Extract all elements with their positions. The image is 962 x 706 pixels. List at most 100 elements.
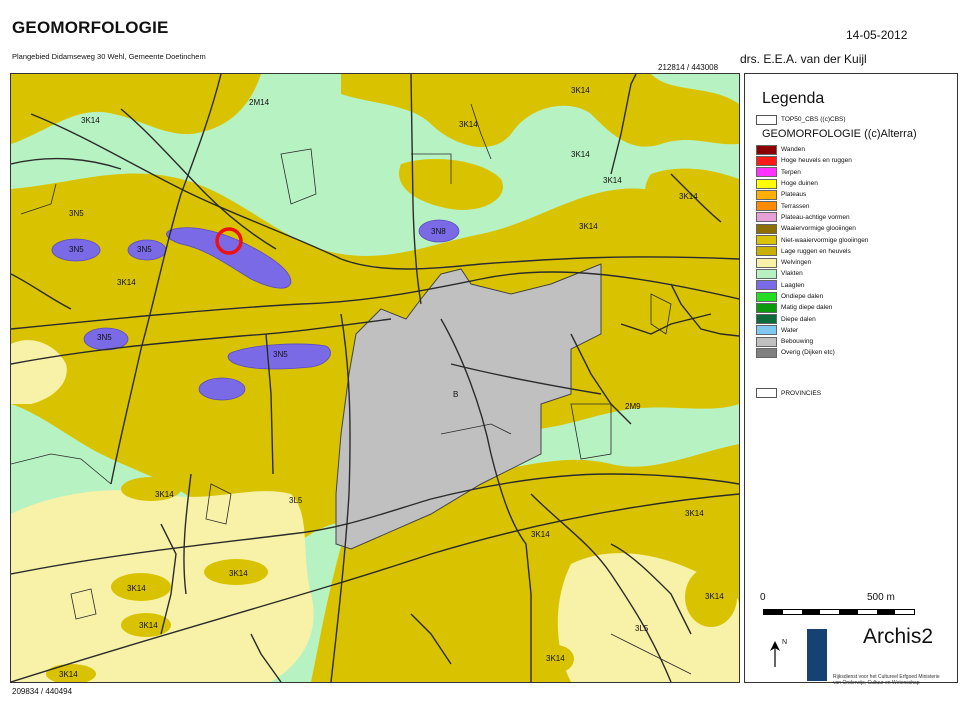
legend-provincies: PROVINCIES [756,388,821,398]
legend-item: Hoge duinen [756,178,868,189]
glooiing-patch [121,477,181,501]
welving-left [11,340,67,404]
legend-swatch [756,314,777,325]
legend-swatch [756,291,777,302]
legend-swatch [756,201,777,212]
legend-panel: Legenda TOP50_CBS ((c)CBS) GEOMORFOLOGIE… [744,73,958,686]
legend-swatch [756,336,777,347]
legend-swatch [756,302,777,313]
map-label: 3N5 [137,245,152,254]
coordinate-top-right: 212814 / 443008 [658,63,719,72]
glooiing-patch [538,645,574,673]
legend-title: Legenda [762,90,825,107]
map-label: 3K14 [705,592,724,601]
glooiing-patch [111,573,171,601]
glooiing-upper-mid [399,159,503,210]
legend-item: Terpen [756,167,868,178]
legend-label: Welvingen [781,259,812,267]
map-label: 3N5 [69,209,84,218]
glooiing-left-mid [31,189,170,256]
laagte-patch [166,227,292,289]
north-arrow-icon [770,641,780,667]
legend-label: Ondiepe dalen [781,293,824,300]
legend-label: Lage ruggen en heuvels [781,247,851,255]
map-label: 3K14 [546,654,565,663]
legend-swatch [756,189,777,200]
bebouwing-area [335,263,602,550]
legend-item: Welvingen [756,257,868,268]
legend-swatch [756,223,777,234]
road-network-thin [11,103,692,675]
author-label: drs. E.E.A. van der Kuijl [740,52,867,66]
glooiing-patch [46,664,96,682]
legend-label: Terrassen [781,202,810,210]
legend-swatch [756,155,777,166]
plangebied-marker[interactable] [215,227,243,255]
archis-logo: Archis2 [863,625,934,648]
legend-label: Hoge duinen [781,180,818,188]
map-label: 3K14 [59,670,78,679]
legend-label: Vlakten [781,270,803,278]
legend-label: Niet-waaiervormige glooiingen [781,236,869,244]
legend-label: Overig (Dijken etc) [781,349,835,357]
legend-label: Terpen [781,168,801,176]
glooiing-patch [685,567,737,627]
map-label: 3N5 [97,333,112,342]
map-label: 3K14 [127,584,146,593]
glooiing-patch [568,202,604,246]
road-network [11,74,739,682]
provincies-swatch [756,388,777,398]
map-label: 3L5 [289,496,303,505]
map-label: 3K14 [685,509,704,518]
map-svg [11,74,739,682]
scale-bar [763,609,915,615]
legend-swatch [756,167,777,178]
map-label: 3K14 [459,120,478,129]
laagte-patch [51,238,101,262]
legend-item: Hoge heuvels en ruggen [756,155,868,166]
glooiing-patch [576,592,626,616]
map-label: 3K14 [139,621,158,630]
map-label: B [453,390,459,399]
legend-swatch [756,257,777,268]
map-subtitle: Plangebied Didamseweg 30 Wehl, Gemeente … [12,52,206,61]
legend-item: Bebouwing [756,336,868,347]
glooiing-patch [121,613,171,637]
legend-item: Niet-waaiervormige glooiingen [756,234,869,246]
coordinate-bottom-left: 209834 / 440494 [12,687,73,696]
legend-swatch [756,268,777,279]
legend-top50: TOP50_CBS ((c)CBS) [756,114,846,125]
legend-label: Matig diepe dalen [781,304,833,312]
scale-end-label: 500 m [867,592,895,603]
map-label: 3K14 [117,278,136,287]
legend-swatch [756,325,777,336]
legend-label: Plateau-achtige vormen [781,213,850,221]
map-label: 3K14 [571,150,590,159]
map-label: 3K14 [531,530,550,539]
laagte-patch [227,343,331,370]
legend-item: Plateau-achtige vormen [756,212,868,223]
legend-label: TOP50_CBS ((c)CBS) [781,116,846,123]
map-canvas[interactable]: 3K14 2M14 3K14 3K14 3K14 3K14 3N5 3N5 3N… [10,73,740,683]
legend-swatch [756,246,777,257]
date-label: 14-05-2012 [846,28,908,42]
legend-swatch [756,144,777,155]
map-label: 3K14 [81,116,100,125]
map-label: 3K14 [229,569,248,578]
glooiing-top-left [11,74,261,144]
legend-item: Wanden [756,144,868,155]
legend-label: Laagten [781,281,805,289]
map-title: GEOMORFOLOGIE [12,18,169,37]
map-label: 3L5 [635,624,649,633]
legend-swatch [756,235,777,246]
legend-label: Diepe dalen [781,315,816,323]
legend-item: Laagten [756,280,868,291]
legend-swatch [756,280,777,291]
legend-item: Lage ruggen en heuvels [756,246,868,257]
top50-swatch [756,114,777,125]
laagte-patch [198,377,246,401]
legend-item: Plateaus [756,189,868,200]
legend-item: Diepe dalen [756,313,868,325]
scale-start-label: 0 [760,592,766,603]
glooiing-patch [678,494,714,534]
